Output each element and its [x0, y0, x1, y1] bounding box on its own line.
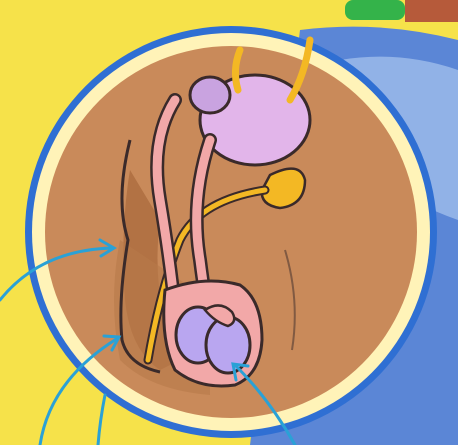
bladder-lobe [190, 77, 230, 113]
green-shape-top [345, 0, 405, 20]
brown-shape-top [405, 0, 458, 22]
